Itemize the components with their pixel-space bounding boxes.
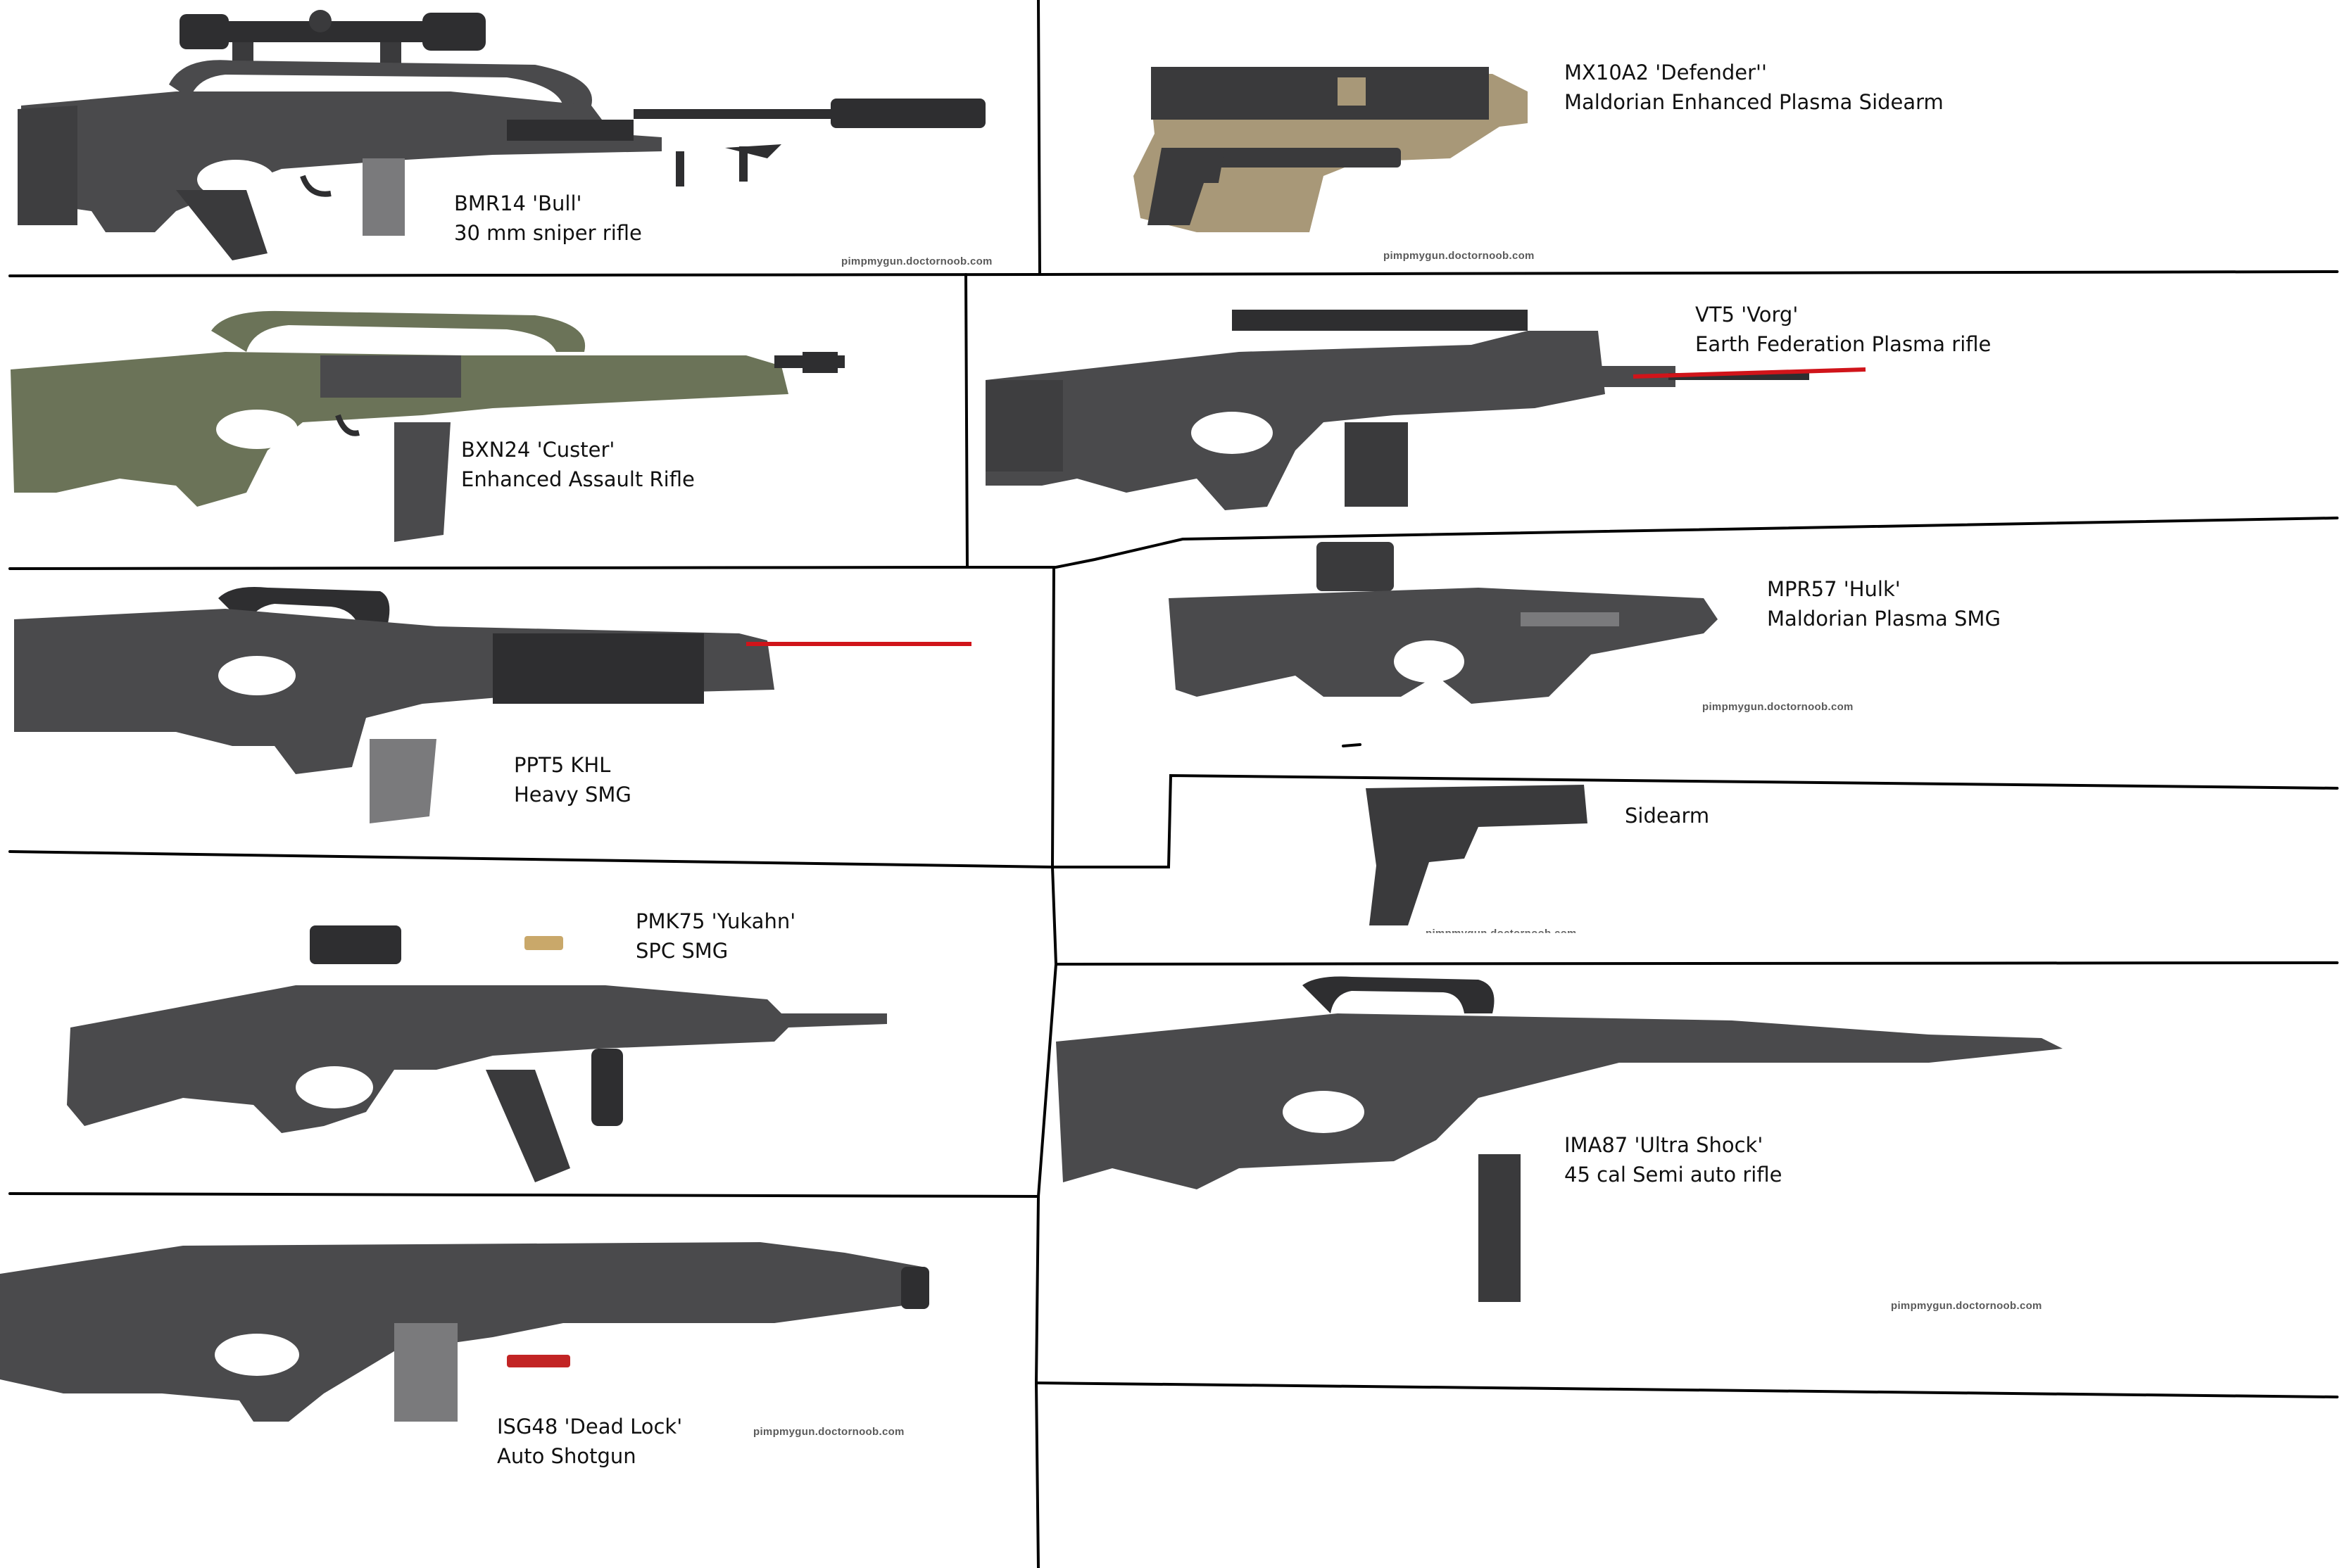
weapon-description: Maldorian Plasma SMG — [1767, 607, 2001, 631]
assault-rifle-illustration — [11, 310, 845, 542]
weapon-name: PPT5 KHL — [514, 753, 611, 777]
weapon-name: Sidearm — [1625, 804, 1710, 828]
weapon-name: PMK75 'Yukahn' — [636, 909, 796, 933]
weapon-label-mpr57: MPR57 'Hulk' Maldorian Plasma SMG — [1767, 574, 2001, 633]
weapon-description: Heavy SMG — [514, 783, 631, 807]
pistol-illustration — [1366, 785, 1587, 925]
weapon-label-bxn24: BXN24 'Custer' Enhanced Assault Rifle — [461, 435, 695, 494]
weapon-description: SPC SMG — [636, 939, 729, 963]
panel-dividers — [8, 0, 2339, 1568]
heavy-smg-illustration — [14, 587, 971, 823]
weapon-name: VT5 'Vorg' — [1695, 303, 1799, 327]
weapon-name: IMA87 'Ultra Shock' — [1564, 1133, 1763, 1157]
weapon-description: Enhanced Assault Rifle — [461, 467, 695, 491]
sniper-rifle-illustration — [18, 10, 986, 260]
weapon-description: Earth Federation Plasma rifle — [1695, 332, 1992, 356]
watermark-ima87: pimpmygun.doctornoob.com — [1891, 1300, 2042, 1312]
weapon-label-isg48: ISG48 'Dead Lock' Auto Shotgun — [497, 1412, 682, 1471]
weapon-description: Maldorian Enhanced Plasma Sidearm — [1564, 90, 1944, 114]
weapon-name: MX10A2 'Defender'' — [1564, 61, 1767, 84]
weapon-label-mx10a2: MX10A2 'Defender'' Maldorian Enhanced Pl… — [1564, 58, 1944, 117]
plasma-sidearm-illustration — [1133, 67, 1528, 232]
weapon-label-vt5: VT5 'Vorg' Earth Federation Plasma rifle — [1695, 300, 1991, 359]
weapon-label-bmr14: BMR14 'Bull' 30 mm sniper rifle — [454, 189, 642, 248]
semi-auto-rifle-illustration — [1056, 976, 2063, 1302]
weapon-label-ppt5: PPT5 KHL Heavy SMG — [514, 750, 631, 809]
weapon-label-pmk75: PMK75 'Yukahn' SPC SMG — [636, 906, 795, 966]
weapon-description: 45 cal Semi auto rifle — [1564, 1163, 1782, 1187]
weapon-name: ISG48 'Dead Lock' — [497, 1415, 683, 1439]
plasma-rifle-illustration — [986, 310, 1866, 510]
weapon-description: 30 mm sniper rifle — [454, 221, 642, 245]
watermark-mpr57: pimpmygun.doctornoob.com — [1702, 701, 1854, 713]
weapon-label-ima87: IMA87 'Ultra Shock' 45 cal Semi auto rif… — [1564, 1130, 1782, 1189]
watermark-mx10a2: pimpmygun.doctornoob.com — [1383, 250, 1535, 262]
watermark-bmr14: pimpmygun.doctornoob.com — [841, 255, 993, 267]
weapon-description: Auto Shotgun — [497, 1444, 636, 1468]
watermark-sidearm: pimpmygun.doctornoob.com — [1426, 928, 1577, 940]
plasma-smg-illustration — [1169, 542, 1718, 704]
auto-shotgun-illustration — [0, 1242, 929, 1422]
weapon-name: BXN24 'Custer' — [461, 438, 615, 462]
smg-illustration — [67, 925, 887, 1182]
weapon-label-sidearm: Sidearm — [1625, 801, 1709, 830]
weapon-name: BMR14 'Bull' — [454, 191, 582, 215]
weapon-name: MPR57 'Hulk' — [1767, 577, 1901, 601]
watermark-isg48: pimpmygun.doctornoob.com — [753, 1426, 905, 1438]
